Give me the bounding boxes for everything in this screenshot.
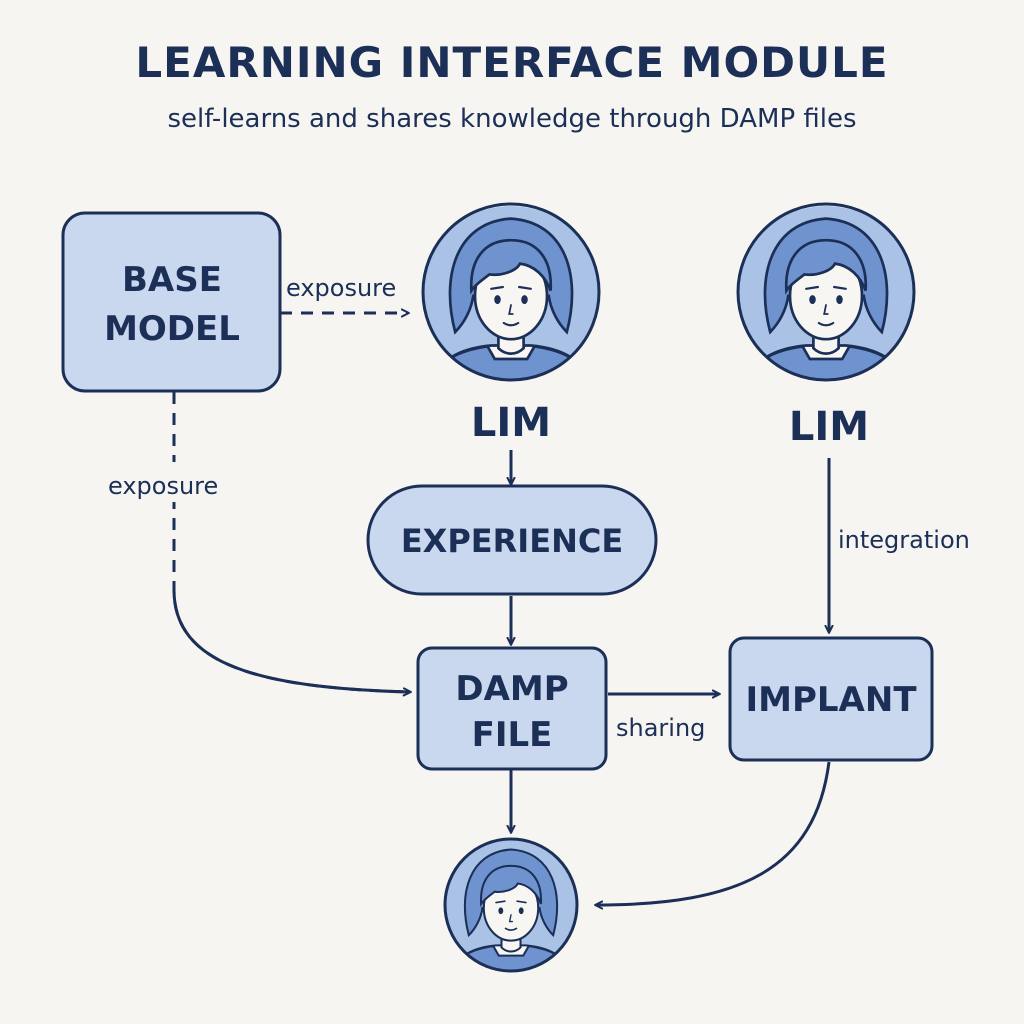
damp-file-node: DAMP FILE (416, 646, 608, 771)
implant-label: IMPLANT (745, 680, 917, 720)
integration-label: integration (838, 526, 970, 554)
experience-label: EXPERIENCE (401, 522, 623, 560)
lim-avatar-right (736, 202, 916, 382)
exposure-label-down: exposure (108, 472, 218, 500)
edge-base-to-damp-exposure (172, 392, 410, 692)
person-icon (738, 204, 914, 380)
sharing-label: sharing (616, 714, 705, 742)
exposure-label-right: exposure (286, 274, 396, 302)
person-icon (423, 204, 599, 380)
experience-node: EXPERIENCE (366, 484, 658, 596)
base-model-node: BASE MODEL (61, 211, 282, 393)
lim-label-left: LIM (471, 400, 551, 446)
base-model-label-line2: MODEL (104, 309, 240, 349)
damp-file-label-line1: DAMP (455, 669, 568, 709)
edge-implant-to-avatar (596, 761, 831, 905)
page-subtitle: self-learns and shares knowledge through… (167, 104, 857, 134)
lim-label-right: LIM (789, 404, 869, 450)
damp-file-label-line2: FILE (472, 715, 553, 755)
implant-node: IMPLANT (728, 636, 934, 762)
exposure-label-mask (100, 462, 248, 502)
lim-avatar-left (421, 202, 601, 382)
page-title: LEARNING INTERFACE MODULE (135, 38, 889, 87)
result-avatar (443, 837, 579, 973)
base-model-label-line1: BASE (122, 260, 222, 300)
